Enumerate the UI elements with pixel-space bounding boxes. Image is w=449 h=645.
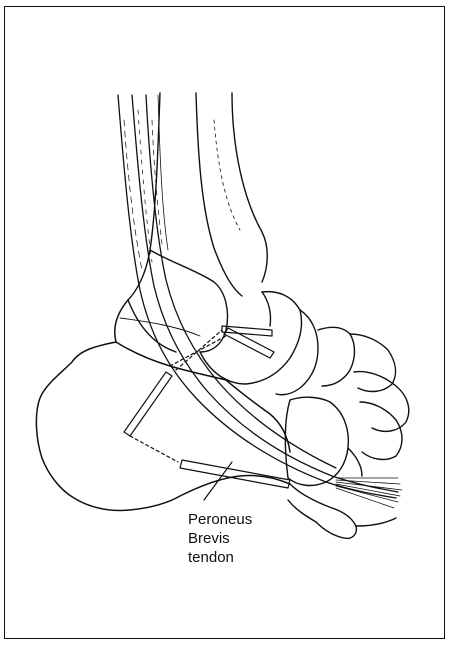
tendon-callout-label: Peroneus Brevis tendon [188, 510, 252, 567]
graft-pegs [124, 326, 290, 488]
callout-leader [204, 462, 232, 500]
tibia-malleolus [128, 93, 228, 352]
peroneus-brevis-tendon [118, 95, 398, 498]
navicular [276, 310, 355, 395]
cuneiforms [348, 334, 409, 476]
callout-line-3: tendon [188, 548, 252, 567]
cuboid [285, 397, 348, 485]
calcaneus [36, 300, 290, 511]
fibula [196, 93, 267, 296]
talus [200, 292, 302, 384]
callout-line-2: Brevis [188, 529, 252, 548]
callout-line-1: Peroneus [188, 510, 252, 529]
